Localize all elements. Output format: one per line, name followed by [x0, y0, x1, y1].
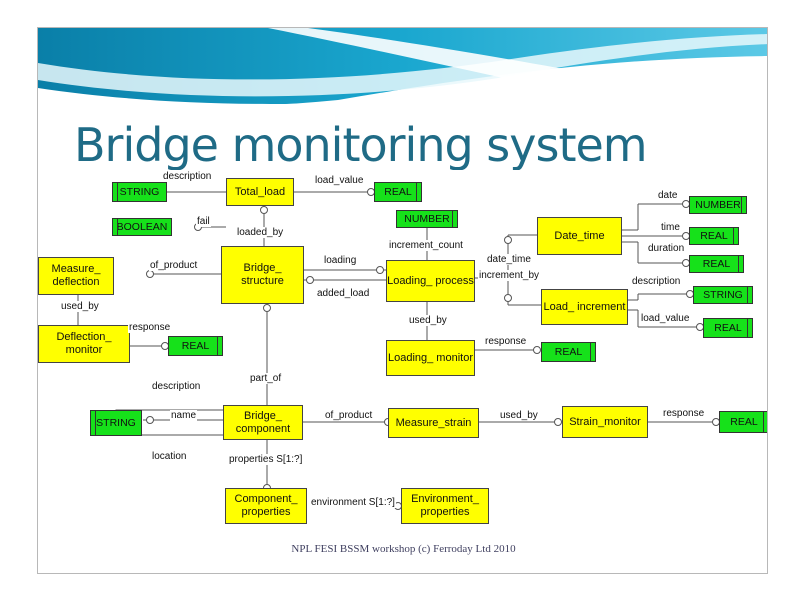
label-time: time: [660, 222, 681, 233]
label-used-by-strain: used_by: [499, 410, 539, 421]
label-duration: duration: [647, 243, 686, 254]
type-real-load-value: REAL: [374, 182, 422, 202]
type-string-total-load: STRING: [112, 182, 167, 202]
entity-loading-monitor: Loading_ monitor: [386, 340, 475, 376]
label-response-loading: response: [484, 336, 528, 347]
label-description-increment: description: [631, 276, 682, 287]
type-real-time: REAL: [689, 227, 739, 245]
entity-environment-properties: Environment_ properties: [401, 488, 489, 524]
label-part-of: part_of: [249, 373, 283, 384]
entity-measure-deflection: Measure_ deflection: [38, 257, 114, 295]
slide-footer: NPL FESI BSSM workshop (c) Ferroday Ltd …: [291, 543, 516, 555]
label-location: location: [151, 451, 188, 462]
label-used-by-loading: used_by: [408, 315, 448, 326]
label-date: date: [657, 190, 679, 201]
label-properties: properties S[1:?]: [228, 454, 304, 465]
label-description-component: description: [151, 381, 202, 392]
type-string-component: STRING: [90, 410, 142, 436]
entity-bridge-structure: Bridge_ structure: [221, 246, 304, 304]
label-increment-count: increment_count: [388, 240, 464, 251]
entity-component-properties: Component_ properties: [225, 488, 307, 524]
type-real-load-value-increment: REAL: [703, 318, 753, 338]
label-response-deflection: response: [128, 322, 172, 333]
label-of-product-strain: of_product: [324, 410, 374, 421]
express-g-diagram: Total_load Bridge_ structure Measure_ de…: [38, 170, 767, 524]
label-environment: environment S[1:?]: [310, 497, 396, 508]
type-real-strain-response: REAL: [719, 411, 767, 433]
entity-date-time: Date_time: [537, 217, 622, 255]
entity-strain-monitor: Strain_monitor: [562, 406, 648, 438]
label-used-by-deflection: used_by: [60, 301, 100, 312]
slide: Bridge monitoring system: [37, 27, 768, 574]
entity-bridge-component: Bridge_ component: [223, 405, 303, 440]
label-of-product-deflection: of_product: [149, 260, 199, 271]
type-real-duration: REAL: [689, 255, 744, 273]
label-response-strain: response: [662, 408, 706, 419]
type-string-description: STRING: [693, 286, 753, 304]
label-load-value-increment: load_value: [640, 313, 691, 324]
label-increment-by: increment_by: [478, 270, 541, 281]
slide-title: Bridge monitoring system: [74, 118, 648, 172]
slide-banner: [38, 28, 767, 110]
label-name: name: [170, 410, 198, 421]
label-added-load: added_load: [316, 288, 371, 299]
label-loading: loading: [323, 255, 358, 266]
label-description-total-load: description: [162, 171, 213, 182]
label-date-time: date_time: [486, 254, 532, 265]
label-load-value: load_value: [314, 175, 365, 186]
entity-loading-process: Loading_ process: [386, 260, 475, 302]
label-fail: fail: [196, 216, 211, 227]
type-number-increment-count: NUMBER: [396, 210, 458, 228]
type-boolean-fail: BOOLEAN: [112, 218, 172, 236]
label-loaded-by: loaded_by: [236, 227, 285, 238]
entity-measure-strain: Measure_strain: [388, 408, 479, 438]
entity-load-increment: Load_ increment: [541, 289, 628, 325]
entity-total-load: Total_load: [226, 178, 294, 206]
type-real-deflection-response: REAL: [168, 336, 223, 356]
type-number-date: NUMBER: [689, 196, 747, 214]
entity-deflection-monitor: Deflection_ monitor: [38, 325, 130, 363]
type-real-loading-response: REAL: [541, 342, 596, 362]
